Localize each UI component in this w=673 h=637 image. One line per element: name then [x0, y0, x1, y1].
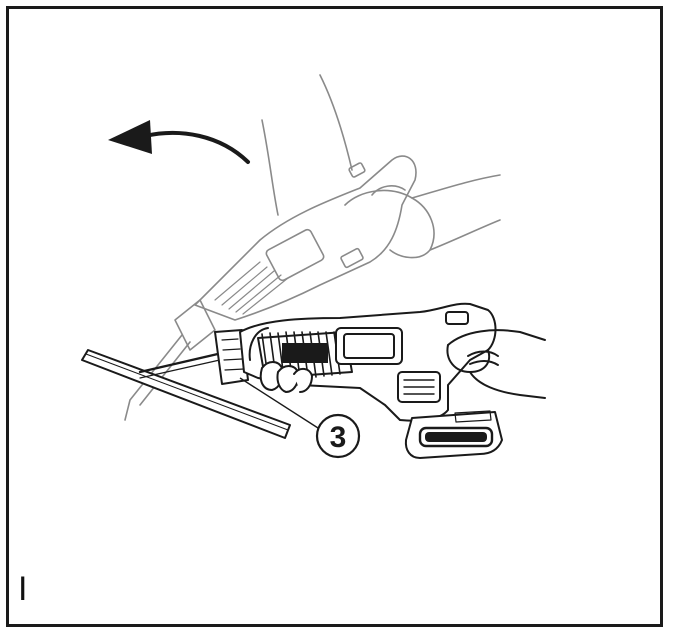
ghost-saw-previous-position [124, 74, 501, 421]
curved-arrow-left-icon [108, 120, 250, 164]
saw-current-position [138, 302, 546, 459]
figure-letter: I [18, 570, 28, 608]
callout-number: 3 [330, 421, 347, 454]
workpiece-board [81, 349, 291, 439]
callout-3: 3 [239, 377, 361, 459]
